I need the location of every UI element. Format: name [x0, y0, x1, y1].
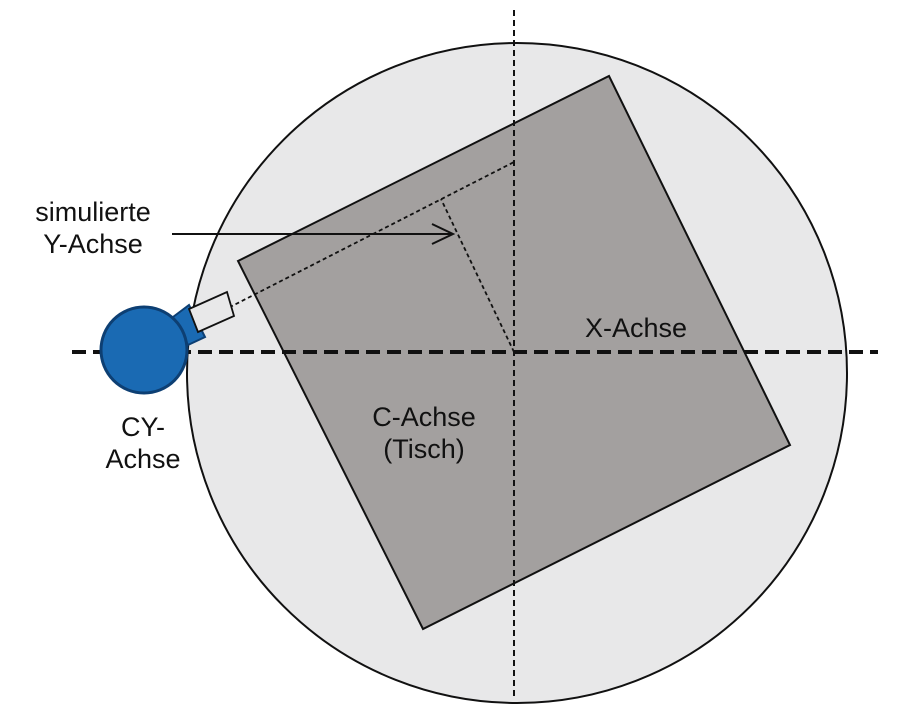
perpendicular-dotted-line — [440, 198, 515, 353]
pointer-arrowhead — [431, 223, 456, 245]
label-c-axis-table: C-Achse (Tisch) — [372, 402, 476, 464]
cy-axis-spindle-icon — [99, 305, 189, 395]
label-simulated-y-axis: simulierte Y-Achse — [35, 197, 151, 259]
label-x-axis: X-Achse — [584, 313, 688, 343]
label-cy-axis: CY- Achse — [105, 412, 181, 474]
spindle-tool-shank — [187, 290, 236, 334]
